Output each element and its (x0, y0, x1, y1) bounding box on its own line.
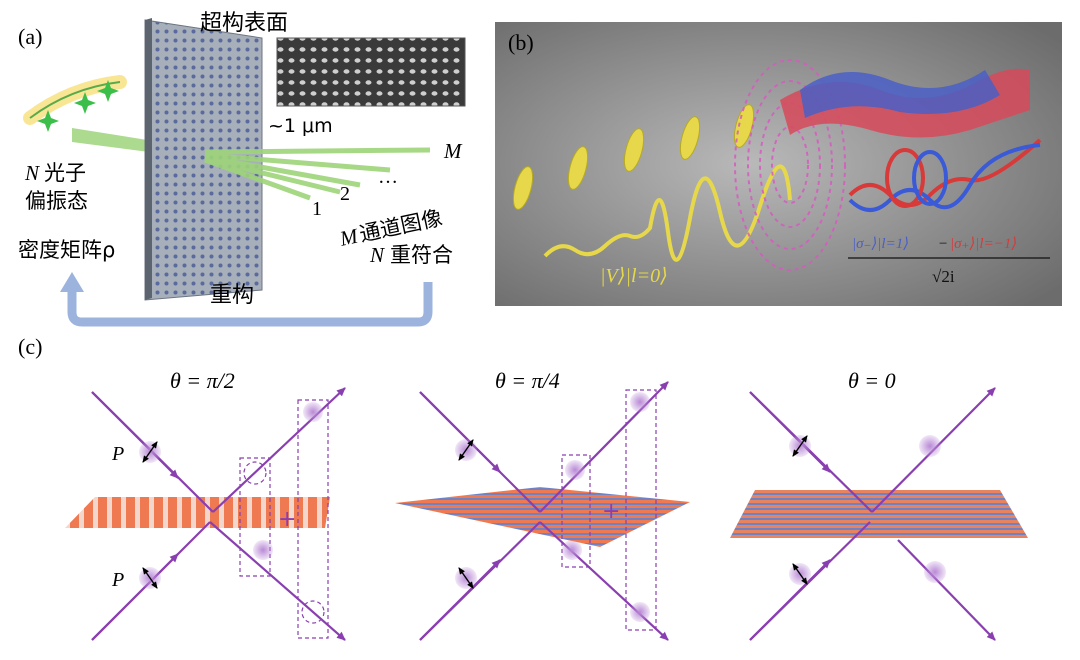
panel-b: (b) |V⟩|l=0⟩ (495, 22, 1062, 306)
polarization-arrows-pi-4 (458, 439, 474, 589)
panel-c: (c) θ = π/2 (18, 334, 1028, 641)
output-term-red: |σ₊⟩|l=−1⟩ (950, 236, 1017, 252)
metasurface-edge (145, 18, 152, 300)
photon-star-icons (37, 80, 119, 132)
title-theta-pi-2: θ = π/2 (170, 368, 235, 393)
output-spiral-waves (848, 138, 1042, 212)
input-photon-label: 光子 (44, 161, 86, 185)
grating-wide (65, 497, 330, 528)
polarization-label-bottom: P (111, 569, 124, 591)
panel-a: (a) 超构表面 ~1 μm N 光子 偏振态 (18, 11, 466, 327)
scale-bar-label: ~1 μm (268, 115, 333, 137)
panel-b-label: (b) (508, 30, 534, 55)
channel-2-label: 2 (340, 183, 350, 205)
output-helical-beam (780, 68, 1030, 138)
panel-a-label: (a) (18, 24, 42, 49)
plus-sign-pi-4: + (602, 499, 620, 524)
input-wave-packet (543, 164, 792, 262)
dashed-boxes-pi-2 (239, 399, 329, 639)
reconstruct-label: 重构 (210, 283, 254, 308)
input-polarization-ellipses (512, 104, 755, 210)
feedback-arrowhead (60, 272, 84, 292)
grating-horizontal (730, 490, 1028, 538)
subpanel-theta-pi-4: θ = π/4 (395, 368, 690, 641)
input-state-label: |V⟩|l=0⟩ (600, 265, 668, 287)
output-state-formula: |σ₋⟩|l=1⟩ − |σ₊⟩|l=−1⟩ √2i (848, 236, 1050, 286)
panel-b-background (495, 22, 1062, 306)
title-theta-0: θ = 0 (848, 368, 896, 393)
metasurface-disc (734, 59, 846, 271)
channel-1-label: 1 (312, 198, 322, 220)
output-term-blue: |σ₋⟩|l=1⟩ (852, 236, 909, 252)
m-channel-text: 通道图像 (357, 206, 444, 247)
coincidence-label: 重符合 (390, 243, 453, 267)
dashed-boxes-pi-4 (561, 389, 657, 631)
title-theta-pi-4: θ = π/4 (495, 368, 560, 393)
channel-ellipsis-label: … (378, 166, 398, 188)
input-n-label: N (24, 161, 40, 185)
beams-theta-0 (749, 387, 996, 641)
plus-sign-pi-2: + (278, 507, 296, 532)
panel-c-label: (c) (18, 334, 42, 359)
channel-m-label: M (443, 139, 463, 163)
polarization-arrows-pi-2 (142, 441, 158, 589)
coincidence-n: N (369, 243, 385, 267)
photon-beam-path (29, 81, 121, 119)
polarization-label-top: P (111, 443, 124, 465)
input-polarization-label: 偏振态 (25, 189, 88, 213)
outgoing-channel-beams (204, 147, 431, 201)
output-minus: − (938, 236, 948, 252)
metasurface-label: 超构表面 (200, 11, 288, 36)
output-denominator: √2i (932, 267, 955, 286)
sem-image-inset (276, 37, 466, 107)
subpanel-theta-0: θ = 0 (730, 368, 1028, 641)
grating-diagonal (395, 487, 690, 547)
subpanel-theta-pi-2: θ = π/2 (65, 368, 346, 641)
density-matrix-label: 密度矩阵ρ (18, 238, 115, 262)
polarization-arrows-theta-0 (792, 435, 808, 585)
reconstruction-feedback-loop (67, 282, 433, 327)
